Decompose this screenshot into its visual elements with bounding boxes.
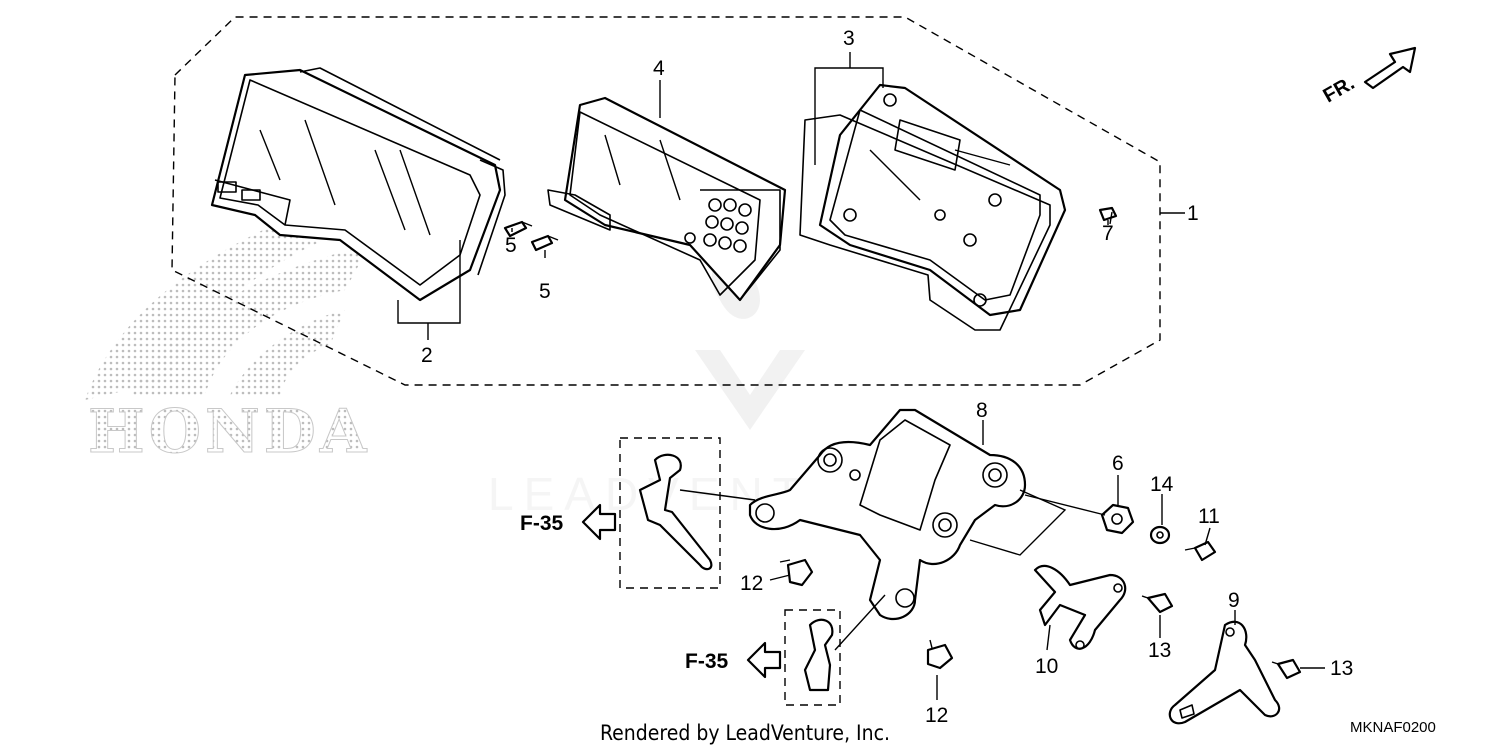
callout-13b: 13 xyxy=(1330,657,1353,680)
callout-5b: 5 xyxy=(539,280,551,303)
screw-5a xyxy=(503,220,533,238)
screw-7 xyxy=(1098,206,1118,225)
callout-12a: 12 xyxy=(740,572,763,595)
front-label: FR. xyxy=(1320,72,1359,107)
part-4-meter-unit xyxy=(547,96,787,302)
callout-14: 14 xyxy=(1150,473,1174,496)
assembly-outline-1 xyxy=(171,16,1161,386)
callout-3: 3 xyxy=(843,27,855,50)
honda-wordmark-watermark: HONDA xyxy=(88,397,370,467)
part-11-bolt xyxy=(1184,540,1217,562)
part-3-lower-case xyxy=(799,83,1067,331)
callout-9: 9 xyxy=(1228,589,1240,612)
sub-assembly-box-lower xyxy=(784,609,841,706)
connector-block xyxy=(703,198,752,253)
diagram-code: MKNAF0200 xyxy=(1350,719,1436,736)
ref-arrow-upper xyxy=(581,503,617,541)
callout-12b: 12 xyxy=(925,704,948,727)
callout-1: 1 xyxy=(1187,202,1199,225)
part-14-washer xyxy=(1149,525,1171,545)
ref-label-upper: F-35 xyxy=(520,512,564,535)
callout-13a: 13 xyxy=(1148,639,1171,662)
part-13-bolt-a xyxy=(1141,592,1174,614)
sensor-part-lower xyxy=(803,618,834,692)
part-13-bolt-b xyxy=(1271,658,1302,680)
screw-5b xyxy=(530,234,559,252)
part-12-bolt-a xyxy=(779,558,814,587)
part-8-meter-stay xyxy=(748,408,1027,621)
ref-arrow-lower xyxy=(746,641,782,679)
part-12-bolt-b xyxy=(926,639,954,670)
leader-lines xyxy=(397,52,1325,700)
part-9-bracket xyxy=(1168,620,1281,725)
part-6-nut xyxy=(1100,503,1135,535)
sub-assembly-box-upper xyxy=(619,437,721,589)
sensor-part-upper xyxy=(638,453,713,571)
callout-8: 8 xyxy=(976,399,988,422)
ref-label-lower: F-35 xyxy=(685,650,729,673)
callout-4: 4 xyxy=(653,57,665,80)
credit-text: Rendered by LeadVenture, Inc. xyxy=(600,721,890,745)
part-2-meter-case xyxy=(210,67,506,302)
part-10-bracket xyxy=(1033,564,1127,650)
front-arrow-icon xyxy=(1363,46,1417,90)
callout-7: 7 xyxy=(1102,222,1114,245)
callout-2: 2 xyxy=(421,344,433,367)
part-callouts: 1 2 3 4 5 5 6 7 8 9 10 11 12 12 13 13 14 xyxy=(421,27,1353,727)
callout-6: 6 xyxy=(1112,452,1124,475)
callout-5a: 5 xyxy=(505,234,517,257)
callout-11: 11 xyxy=(1198,505,1220,528)
callout-10: 10 xyxy=(1035,655,1058,678)
